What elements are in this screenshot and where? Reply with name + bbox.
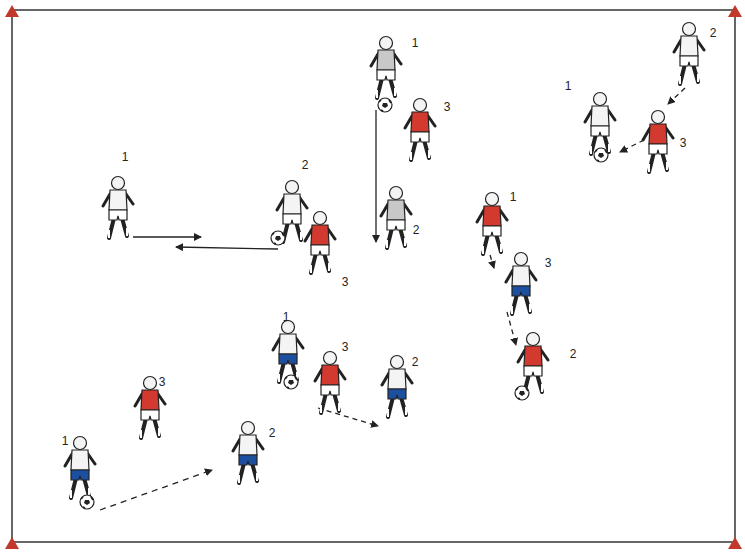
player-number: 3 [342,341,349,353]
player-number: 3 [545,257,552,269]
player-number: 2 [302,159,309,171]
player-number: 2 [710,27,717,39]
player-number: 1 [412,37,419,49]
player-number: 2 [269,427,276,439]
player-number: 2 [412,356,419,368]
player-number: 1 [122,151,129,163]
player-number: 1 [510,191,517,203]
player-number: 1 [565,80,572,92]
player-number: 1 [62,435,69,447]
player-number: 3 [159,376,166,388]
player-number: 1 [283,311,290,323]
player-number: 3 [342,276,349,288]
player-number: 2 [570,348,577,360]
player-number: 3 [680,137,687,149]
player-number: 3 [444,101,451,113]
player-number: 2 [413,224,420,236]
